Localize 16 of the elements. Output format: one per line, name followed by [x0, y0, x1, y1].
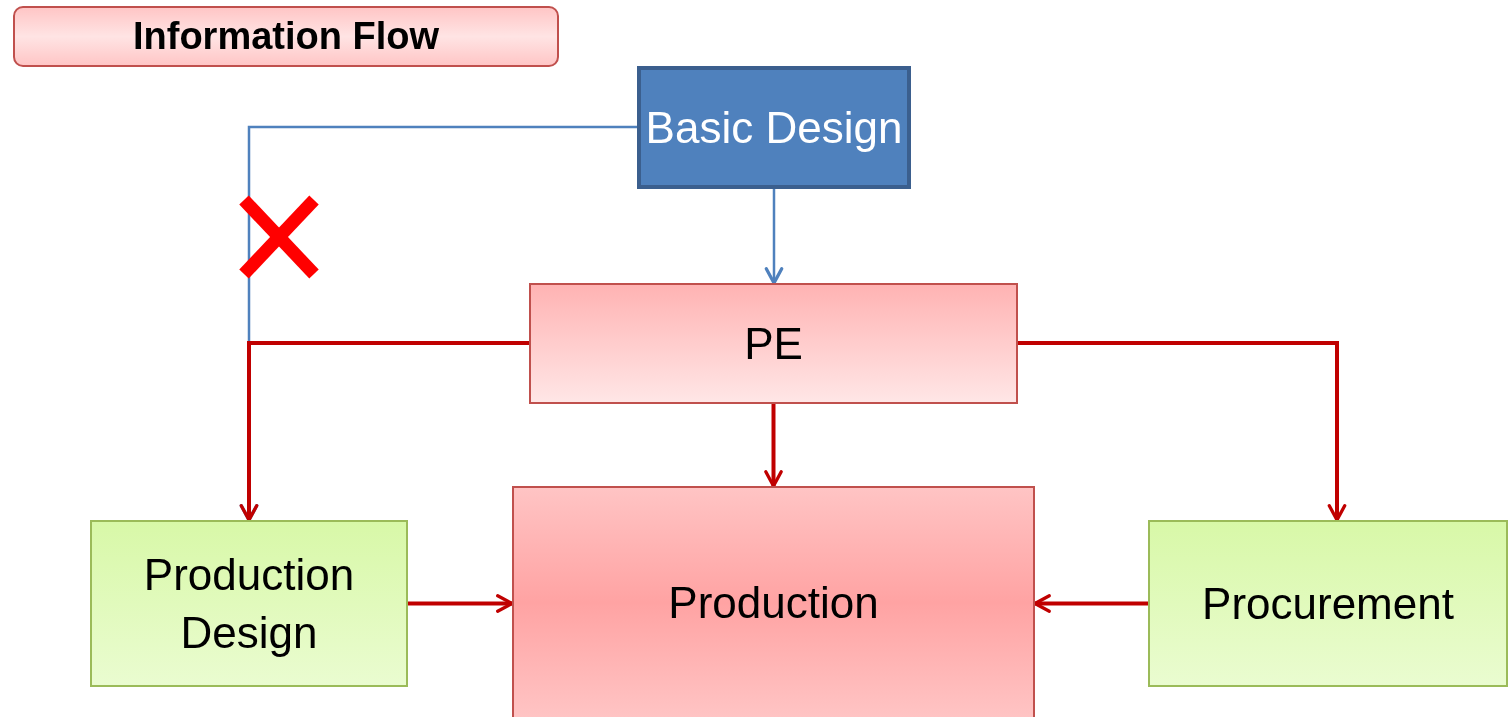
- box-label: Production: [668, 576, 879, 629]
- process-box: [512, 486, 1035, 717]
- arrow: [1018, 341, 1347, 522]
- process-box: [637, 66, 911, 189]
- arrow: [239, 341, 529, 522]
- box-label: Basic Design: [645, 101, 903, 154]
- box-label: Procurement: [1202, 577, 1454, 630]
- arrow: [408, 594, 514, 613]
- process-box: [90, 520, 408, 687]
- box-label: Production Design: [142, 549, 356, 659]
- process-box: [529, 283, 1018, 404]
- process-box: [1148, 520, 1508, 687]
- title-banner: Information Flow: [13, 6, 559, 67]
- box-label: PE: [744, 317, 803, 370]
- arrow: [764, 404, 783, 488]
- arrow: [764, 189, 784, 285]
